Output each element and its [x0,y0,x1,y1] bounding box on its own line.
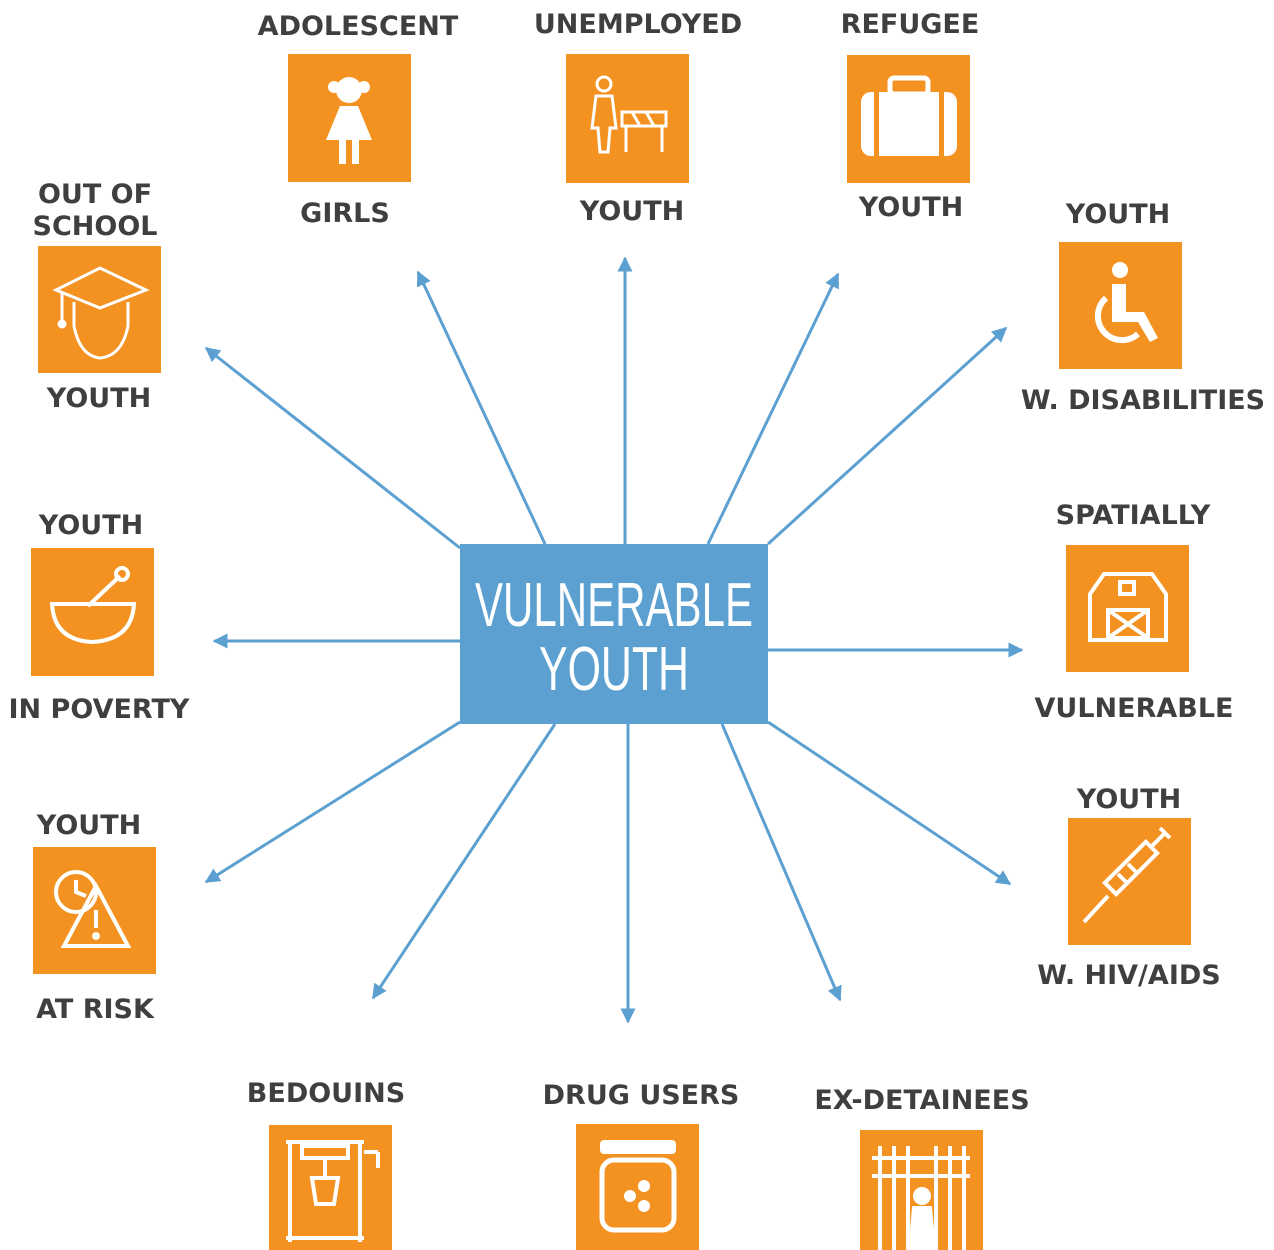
arrow-to-out-of-school [204,346,461,550]
arrow-to-disabilities [766,326,1008,546]
node-refugee-youth: REFUGEE YOUTH [841,9,980,223]
icon-box [31,548,154,676]
node-label-top: YOUTH [36,810,141,841]
node-ex-detainees: EX-DETAINEES [814,1085,1030,1250]
icon-box [38,246,161,373]
syringe-icon [1082,826,1172,924]
node-label-top: YOUTH [38,510,143,541]
node-label-top: REFUGEE [841,9,980,40]
node-unemployed-youth: UNEMPLOYED YOUTH [534,9,742,227]
mortar-pestle-icon [49,566,137,645]
girl-icon [326,77,372,164]
node-label-top: DRUG USERS [543,1080,740,1111]
center-title-line2: YOUTH [539,635,689,704]
node-out-of-school-youth: OUT OF SCHOOL YOUTH [33,179,161,414]
worker-barrier-icon [590,75,668,154]
node-label-top: SPATIALLY [1056,500,1211,531]
connector-arrows [204,256,1024,1024]
icon-box [566,54,689,183]
arrow-to-at-risk [204,720,461,884]
node-youth-at-risk: YOUTH AT RISK [33,810,156,1025]
suitcase-icon [861,75,957,156]
arrow-to-refugee [706,272,840,545]
node-label-bottom: YOUTH [46,383,151,414]
node-label-bottom: GIRLS [300,198,390,229]
node-drug-users: DRUG USERS [543,1080,740,1250]
center-box [460,544,768,724]
center-title-line1: VULNERABLE [475,571,753,640]
node-youth-poverty: YOUTH IN POVERTY [9,510,190,725]
node-adolescent-girls: ADOLESCENT GIRLS [258,11,459,229]
node-youth-disabilities: YOUTH W. DISABILITIES [1021,199,1265,416]
node-label-top: YOUTH [1076,784,1181,815]
node-label-bottom: IN POVERTY [9,694,190,725]
pill-jar-icon [599,1140,677,1233]
node-label-top: UNEMPLOYED [534,9,742,40]
arrow-to-ex-detainees [720,723,842,1002]
node-label-top: ADOLESCENT [258,11,459,42]
node-spatially-vulnerable: SPATIALLY VULNERABLE [1035,500,1234,724]
node-label-bottom: W. HIV/AIDS [1037,960,1220,991]
node-label-bottom: VULNERABLE [1035,693,1234,724]
node-label-top-line1: OUT OF [38,179,152,210]
node-label-top-line2: SCHOOL [33,211,158,242]
wheelchair-icon [1094,262,1158,344]
arrow-to-bedouins [371,723,557,1000]
graduate-icon [52,266,150,360]
node-label-top: EX-DETAINEES [814,1085,1029,1116]
node-label-top: YOUTH [1065,199,1170,230]
node-youth-hiv: YOUTH W. HIV/AIDS [1037,784,1220,991]
prison-bars-icon [872,1146,970,1250]
node-bedouins: BEDOUINS [247,1078,405,1250]
clock-warning-icon [54,870,132,948]
node-label-top: BEDOUINS [247,1078,405,1109]
node-label-bottom: YOUTH [579,196,684,227]
node-label-bottom: YOUTH [858,192,963,223]
barn-icon [1088,572,1168,642]
arrow-to-adolescent-girls [416,270,547,545]
center-node: VULNERABLE YOUTH [460,544,768,724]
node-label-bottom: AT RISK [36,994,155,1025]
node-label-bottom: W. DISABILITIES [1021,385,1265,416]
arrow-to-hiv [767,720,1012,886]
water-well-icon [286,1140,380,1242]
